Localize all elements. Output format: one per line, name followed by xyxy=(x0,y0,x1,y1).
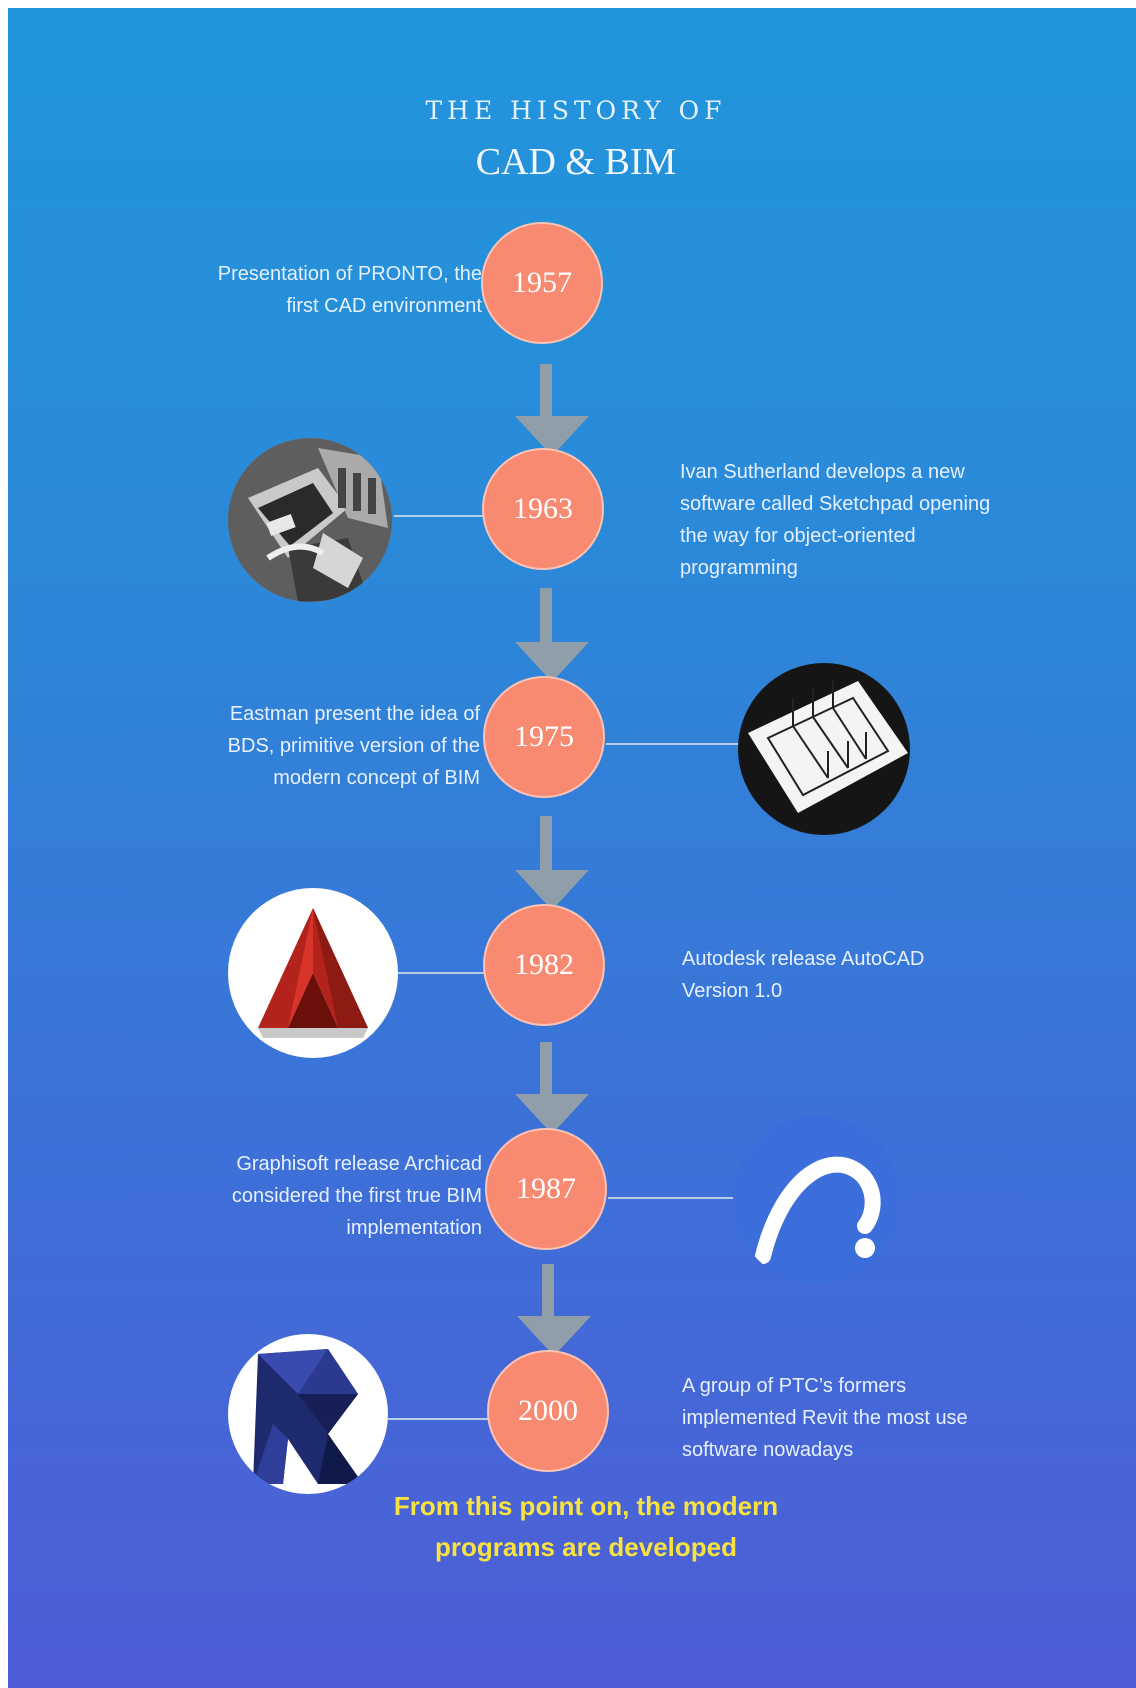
year-circle-1963: 1963 xyxy=(482,448,604,570)
event-description-1987: Graphisoft release Archicad considered t… xyxy=(231,1153,482,1239)
arrow-1957-1963 xyxy=(515,364,589,456)
year-label: 2000 xyxy=(518,1394,578,1427)
infographic-page: THE HISTORY OF CAD & BIM 1957 1963 1975 … xyxy=(8,8,1136,1688)
event-description-2000: A group of PTC’s formers implemented Rev… xyxy=(682,1375,968,1461)
archicad-logo-image xyxy=(733,1116,901,1284)
year-label: 1963 xyxy=(513,492,573,525)
year-label: 1982 xyxy=(514,948,574,981)
title-line-2: CAD & BIM xyxy=(475,141,677,183)
arrow-1975-1982 xyxy=(515,816,589,910)
year-label: 1987 xyxy=(516,1172,576,1205)
year-circle-1987: 1987 xyxy=(485,1128,607,1250)
connector-1982 xyxy=(398,972,492,974)
archicad-logo xyxy=(733,1116,901,1284)
autocad-logo-image xyxy=(228,888,398,1058)
autocad-logo xyxy=(228,888,398,1058)
year-label: 1957 xyxy=(512,266,572,299)
arrow-1963-1975 xyxy=(515,588,589,682)
connector-1975 xyxy=(606,743,738,745)
bds-wireframe-image xyxy=(738,663,910,835)
connector-1963 xyxy=(394,515,490,517)
revit-logo-image xyxy=(228,1334,388,1494)
sketchpad-photo xyxy=(228,438,392,602)
arrow-1982-1987 xyxy=(515,1042,589,1134)
connector-1987 xyxy=(608,1197,740,1199)
sketchpad-photo-image xyxy=(228,438,392,602)
bds-wireframe-photo xyxy=(738,663,910,835)
connector-2000 xyxy=(388,1418,492,1420)
title-line-1: THE HISTORY OF xyxy=(425,96,727,125)
year-circle-1982: 1982 xyxy=(483,904,605,1026)
year-label: 1975 xyxy=(514,720,574,753)
event-description-1982: Autodesk release AutoCAD Version 1.0 xyxy=(682,948,925,1002)
event-description-1975: Eastman present the idea of BDS, primiti… xyxy=(227,703,480,789)
year-circle-2000: 2000 xyxy=(487,1350,609,1472)
event-description-1957: Presentation of PRONTO, the first CAD en… xyxy=(217,263,482,317)
arrow-1987-2000 xyxy=(517,1264,591,1356)
revit-logo xyxy=(228,1334,388,1494)
footer-note: From this point on, the modern programs … xyxy=(393,1491,779,1562)
year-circle-1957: 1957 xyxy=(481,222,603,344)
year-circle-1975: 1975 xyxy=(483,676,605,798)
event-description-1963: Ivan Sutherland develops a new software … xyxy=(680,461,991,579)
